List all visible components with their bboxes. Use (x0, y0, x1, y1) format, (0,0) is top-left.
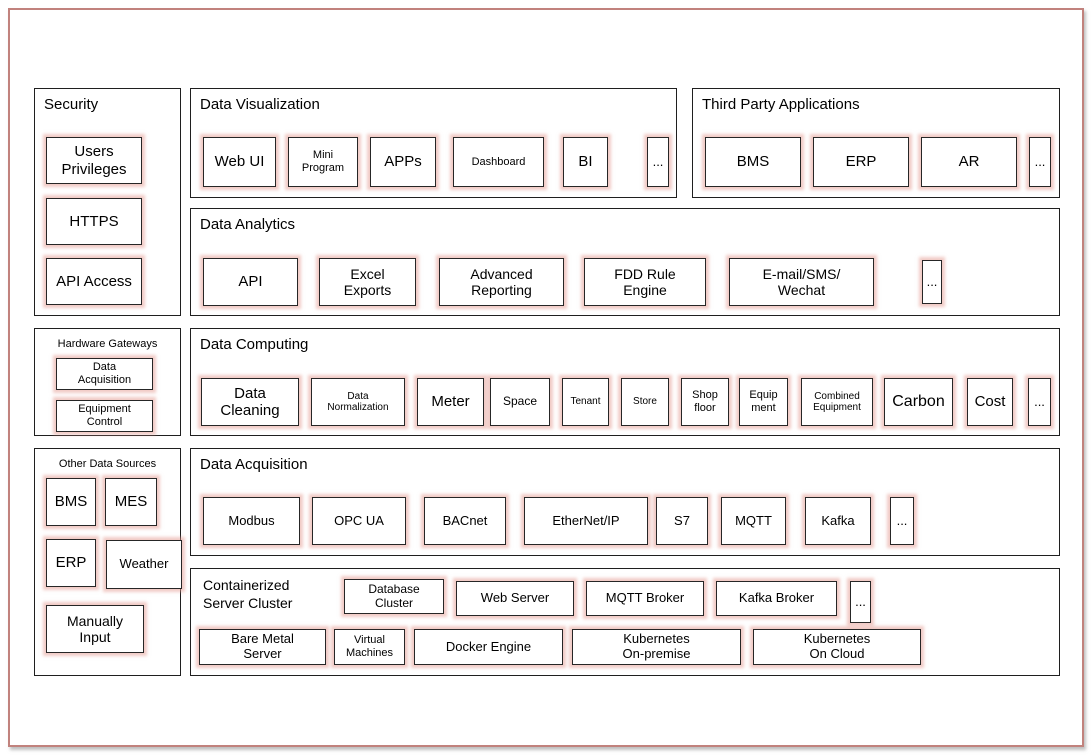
box-docker-engine: Docker Engine (414, 629, 563, 665)
panel-title: Data Computing (200, 336, 309, 353)
box-mqtt: MQTT (721, 497, 786, 545)
box-combined-equipment: Combined Equipment (801, 378, 873, 426)
box-meter: Meter (417, 378, 484, 426)
box-ethernet-ip: EtherNet/IP (524, 497, 648, 545)
box-ellipsis: ... (850, 581, 871, 623)
panel-third-party-applications: Third Party Applications BMS ERP AR ... (692, 88, 1060, 198)
panel-title: Data Analytics (200, 216, 296, 233)
box-ellipsis: ... (890, 497, 914, 545)
box-data-acquisition: Data Acquisition (56, 358, 153, 390)
box-https: HTTPS (46, 198, 142, 245)
box-shop-floor: Shop floor (681, 378, 729, 426)
panel-data-visualization: Data Visualization Web UI Mini Program A… (190, 88, 677, 198)
panel-data-computing: Data Computing Data Cleaning Data Normal… (190, 328, 1060, 436)
panel-title: Third Party Applications (702, 96, 860, 113)
box-bi: BI (563, 137, 608, 187)
box-store: Store (621, 378, 669, 426)
panel-containerized-server-cluster: Containerized Server Cluster Database Cl… (190, 568, 1060, 676)
panel-other-data-sources: Other Data Sources BMS MES ERP Weather M… (34, 448, 182, 676)
panel-data-analytics: Data Analytics API Excel Exports Advance… (190, 208, 1060, 316)
box-ellipsis: ... (647, 137, 669, 187)
panel-title: Hardware Gateways (57, 338, 158, 350)
panel-hardware-gateways: Hardware Gateways Data Acquisition Equip… (34, 328, 181, 436)
box-equipment: Equip ment (739, 378, 788, 426)
box-carbon: Carbon (884, 378, 953, 426)
panel-data-acquisition: Data Acquisition Modbus OPC UA BACnet Et… (190, 448, 1060, 556)
box-modbus: Modbus (203, 497, 300, 545)
panel-title: Other Data Sources (58, 458, 157, 470)
box-kubernetes-on-premise: Kubernetes On-premise (572, 629, 741, 665)
panel-title: Security (44, 96, 99, 113)
panel-title: Data Visualization (200, 96, 320, 113)
box-s7: S7 (656, 497, 708, 545)
box-manually-input: Manually Input (46, 605, 144, 653)
box-kafka-broker: Kafka Broker (716, 581, 837, 616)
box-api-access: API Access (46, 258, 142, 305)
panel-title: Containerized Server Cluster (203, 577, 293, 612)
box-cost: Cost (967, 378, 1013, 426)
box-kafka: Kafka (805, 497, 871, 545)
box-ellipsis: ... (1029, 137, 1051, 187)
box-ellipsis: ... (922, 260, 942, 304)
box-mini-program: Mini Program (288, 137, 358, 187)
box-excel-exports: Excel Exports (319, 258, 416, 306)
box-mes: MES (105, 478, 157, 526)
box-kubernetes-on-cloud: Kubernetes On Cloud (753, 629, 921, 665)
box-erp: ERP (46, 539, 96, 587)
box-bms: BMS (705, 137, 801, 187)
panel-security: Security Users Privileges HTTPS API Acce… (34, 88, 181, 316)
box-api: API (203, 258, 298, 306)
box-data-normalization: Data Normalization (311, 378, 405, 426)
box-email-sms-wechat: E-mail/SMS/ Wechat (729, 258, 874, 306)
box-tenant: Tenant (562, 378, 609, 426)
box-mqtt-broker: MQTT Broker (586, 581, 704, 616)
box-fdd-rule-engine: FDD Rule Engine (584, 258, 706, 306)
box-opc-ua: OPC UA (312, 497, 406, 545)
box-apps: APPs (370, 137, 436, 187)
box-equipment-control: Equipment Control (56, 400, 153, 432)
panel-title: Data Acquisition (200, 456, 308, 473)
box-bacnet: BACnet (424, 497, 506, 545)
box-bare-metal-server: Bare Metal Server (199, 629, 326, 665)
box-erp: ERP (813, 137, 909, 187)
box-advanced-reporting: Advanced Reporting (439, 258, 564, 306)
box-dashboard: Dashboard (453, 137, 544, 187)
box-ellipsis: ... (1028, 378, 1051, 426)
box-weather: Weather (106, 540, 182, 589)
box-data-cleaning: Data Cleaning (201, 378, 299, 426)
box-web-ui: Web UI (203, 137, 276, 187)
box-space: Space (490, 378, 550, 426)
box-database-cluster: Database Cluster (344, 579, 444, 614)
box-users-privileges: Users Privileges (46, 137, 142, 184)
box-bms: BMS (46, 478, 96, 526)
box-virtual-machines: Virtual Machines (334, 629, 405, 665)
box-ar: AR (921, 137, 1017, 187)
box-web-server: Web Server (456, 581, 574, 616)
